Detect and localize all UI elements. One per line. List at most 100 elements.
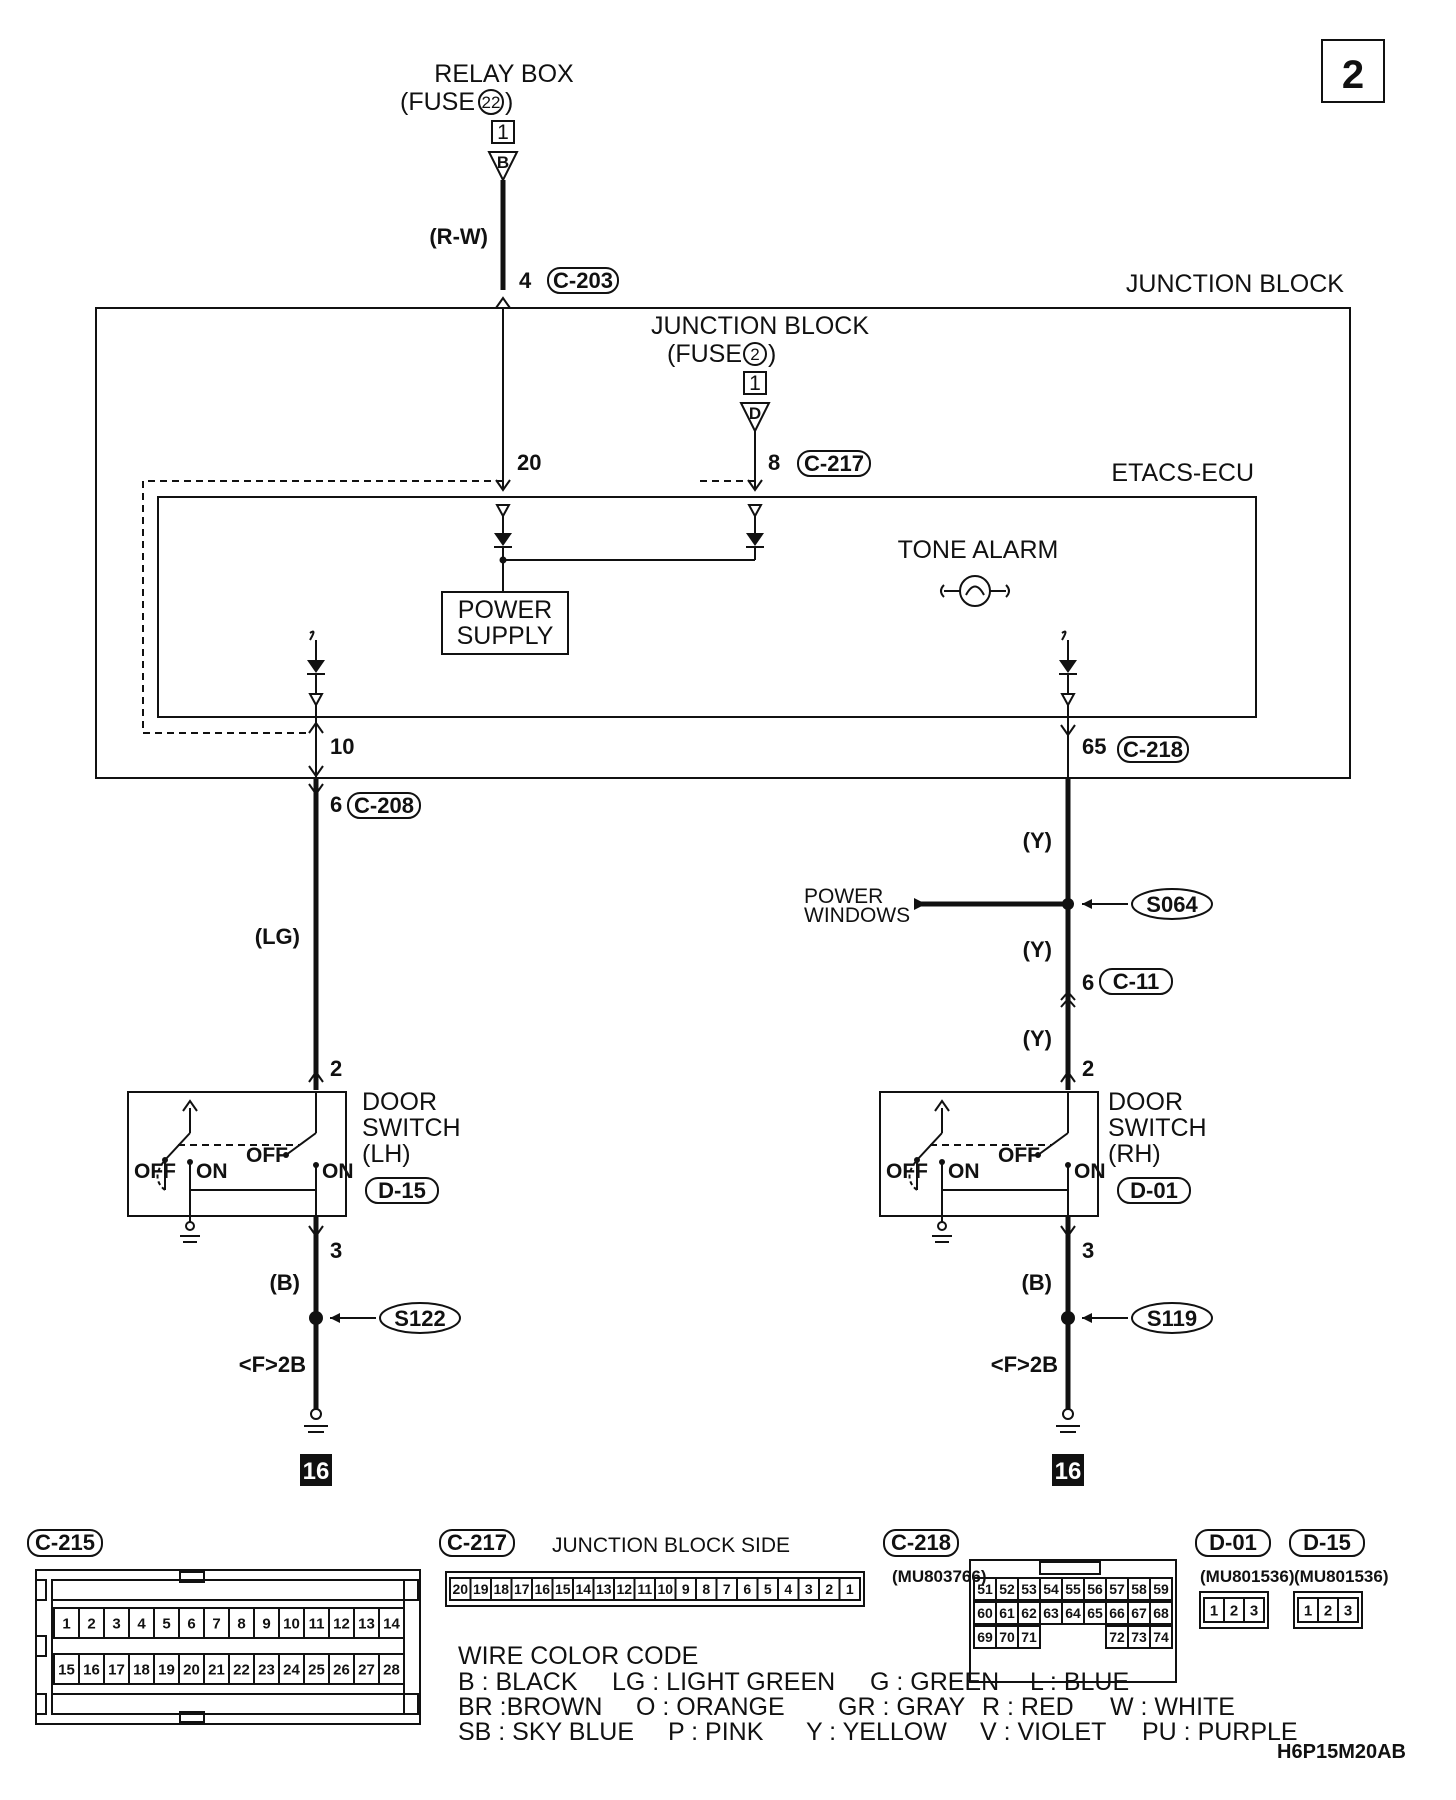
ground-num-right: 16 [1055, 1458, 1082, 1485]
s119-label: S119 [1147, 1306, 1197, 1331]
c217-pin: 7 [723, 1581, 731, 1597]
relay-fuse-number: 22 [482, 93, 501, 112]
c218-pin: 61 [999, 1605, 1015, 1621]
c218-face-badge [883, 1529, 959, 1557]
door-rh-connector: D-01 [1130, 1178, 1178, 1203]
c217-pin: 12 [616, 1581, 632, 1597]
c11-connector: C-11 [1113, 969, 1159, 994]
door-lh-line3: (LH) [362, 1140, 411, 1168]
c218-connector: C-218 [1123, 737, 1183, 762]
c217-connector: C-217 [804, 451, 864, 476]
power-windows-arrow [914, 898, 926, 910]
c215-pin: 24 [283, 1661, 300, 1678]
c218-cell [1149, 1625, 1173, 1649]
ground-ref-left: <F>2B [239, 1352, 306, 1377]
pin-20-label: 20 [517, 450, 541, 475]
wire-color-entry: Y : YELLOW [806, 1718, 947, 1746]
c218-pin: 62 [1021, 1605, 1037, 1621]
wire-y-label-1: (Y) [1023, 828, 1052, 853]
c218-pin: 72 [1109, 1629, 1125, 1645]
ground-num-left-bg [300, 1454, 332, 1486]
c217-pin: 1 [846, 1581, 854, 1597]
s122-label: S122 [394, 1306, 445, 1331]
c218-pin: 51 [977, 1581, 993, 1597]
wire-lg-label: (LG) [255, 924, 300, 949]
c218-cell [1017, 1625, 1041, 1649]
wire-color-entry: SB : SKY BLUE [458, 1718, 634, 1746]
door-lh-off-2: OFF [246, 1144, 288, 1167]
jb-fuse-prefix: (FUSE [667, 340, 742, 368]
c217-pin: 8 [702, 1581, 710, 1597]
door-lh-line2: SWITCH [362, 1114, 461, 1142]
jb-terminal-box [743, 371, 767, 395]
jb-fuse-circle [743, 342, 767, 366]
c215-pin: 8 [237, 1615, 245, 1632]
c215-pin: 22 [233, 1661, 250, 1678]
c218-face-name: C-218 [891, 1530, 951, 1555]
jb-connector-triangle [739, 402, 771, 434]
ground-ref-right: <F>2B [991, 1352, 1058, 1377]
relay-fuse-suffix: ) [505, 88, 513, 116]
c217-pin: 13 [596, 1581, 612, 1597]
ecu-output-right [1059, 630, 1077, 717]
relay-terminal-box [491, 120, 515, 144]
c218-pin: 69 [977, 1629, 993, 1645]
d15-badge [365, 1177, 439, 1204]
c215-pin: 5 [162, 1615, 170, 1632]
c217-pin: 5 [764, 1581, 772, 1597]
c203-pin: 4 [519, 268, 532, 293]
d01-face [1199, 1591, 1269, 1629]
junction-dot [499, 556, 507, 564]
door-rh-pin-top: 2 [1082, 1056, 1094, 1081]
s064-pointer-arrow [1082, 899, 1092, 909]
c218-badge [1117, 736, 1189, 763]
c215-pin: 19 [158, 1661, 175, 1678]
s119-badge [1131, 1302, 1213, 1334]
ground-num-right-bg [1052, 1454, 1084, 1486]
c217-badge [797, 450, 871, 477]
ecu-input-right [747, 504, 763, 519]
c11-pin: 6 [1082, 970, 1094, 995]
c208-connector: C-208 [354, 793, 414, 818]
s122-badge [379, 1302, 461, 1334]
junction-block-box [95, 307, 1351, 779]
ground-num-left: 16 [303, 1458, 330, 1485]
c218-key [1039, 1561, 1101, 1575]
c215-pin: 2 [87, 1615, 95, 1632]
wire-color-entry: W : WHITE [1110, 1693, 1235, 1721]
d15-pin: 3 [1344, 1602, 1352, 1619]
pin10-arrow-up [308, 721, 324, 734]
wire-color-entry: L : BLUE [1030, 1668, 1129, 1696]
c215-pin: 11 [309, 1615, 325, 1632]
c217-pin: 8 [768, 450, 780, 475]
c218-pin: 73 [1131, 1629, 1147, 1645]
s122-pointer-arrow [330, 1313, 340, 1323]
diode-right [746, 533, 764, 546]
c217-pin: 15 [555, 1581, 571, 1597]
c203-connector: C-203 [553, 268, 613, 293]
c215-pin: 6 [187, 1615, 195, 1632]
tone-alarm-label: TONE ALARM [898, 536, 1059, 564]
c215-pin: 16 [83, 1661, 100, 1678]
c217-pin: 19 [473, 1581, 489, 1597]
c218-pin: 60 [977, 1605, 993, 1621]
c215-pin: 15 [58, 1661, 75, 1678]
d01-face-badge [1195, 1529, 1271, 1557]
dashed-boundary [142, 480, 503, 734]
c215-pin: 17 [108, 1661, 125, 1678]
tone-alarm-icon [940, 575, 1010, 607]
c215-pin: 1 [62, 1615, 70, 1632]
wire-color-entry: O : ORANGE [636, 1693, 785, 1721]
c218-pin: 58 [1131, 1581, 1147, 1597]
jb-letter: D [749, 404, 761, 423]
door-rh-on-1: ON [948, 1160, 980, 1183]
c217-pin: 14 [575, 1581, 591, 1597]
door-rh-line1: DOOR [1108, 1088, 1183, 1116]
c217-pin: 16 [534, 1581, 550, 1597]
ecu-input-left [495, 504, 511, 519]
